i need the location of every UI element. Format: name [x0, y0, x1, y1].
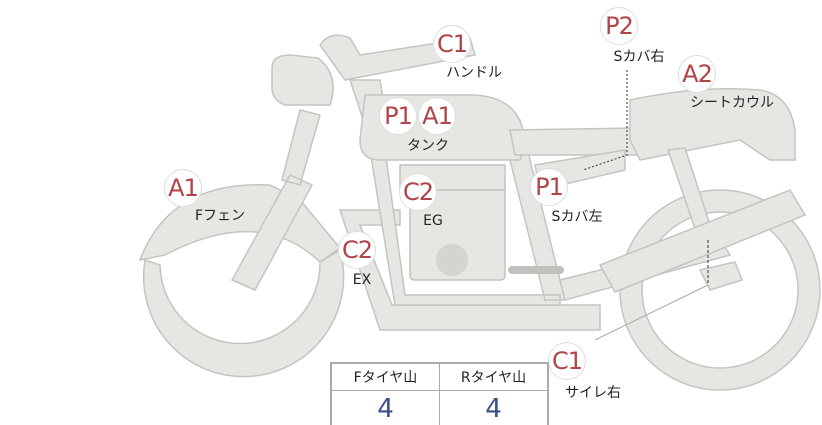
- badge-engine[interactable]: C2: [399, 173, 437, 211]
- leader-lines: [582, 70, 709, 341]
- badge-muffler-right[interactable]: C1: [548, 342, 586, 380]
- label-exhaust: EX: [352, 272, 372, 288]
- badge-handle[interactable]: C1: [433, 25, 471, 63]
- label-muffler-right: サイレ右: [565, 385, 621, 401]
- header-rear-tire: Rタイヤ山: [439, 362, 549, 391]
- label-engine: EG: [423, 213, 443, 229]
- exhaust-pipe: [338, 209, 601, 331]
- label-side-cover-right: Sカバ右: [613, 49, 665, 65]
- label-seat-cowl: シートカウル: [690, 95, 774, 111]
- headlight: [271, 54, 334, 106]
- badge-exhaust[interactable]: C2: [338, 231, 376, 269]
- badge-seat-cowl[interactable]: A2: [678, 55, 716, 93]
- label-front-fender: Fフェン: [194, 208, 246, 224]
- engine: [409, 184, 506, 281]
- badge-tank-a1[interactable]: A1: [418, 97, 456, 135]
- value-front-tire: 4: [330, 390, 440, 425]
- front-wheel: [142, 248, 345, 378]
- seat-cowl: [629, 88, 796, 161]
- engine-cover: [436, 244, 468, 276]
- label-handle: ハンドル: [446, 65, 502, 81]
- muffler-end: [698, 261, 743, 291]
- header-front-tire: Fタイヤ山: [330, 362, 440, 391]
- label-tank: タンク: [407, 138, 449, 154]
- badge-tank-p1[interactable]: P1: [379, 97, 417, 135]
- badge-front-fender[interactable]: A1: [164, 169, 202, 207]
- value-rear-tire: 4: [439, 390, 549, 425]
- badge-side-cover-left[interactable]: P1: [530, 168, 568, 206]
- badge-side-cover-right[interactable]: P2: [600, 7, 638, 45]
- label-side-cover-left: Sカバ左: [551, 209, 603, 225]
- front-fork: [230, 109, 321, 291]
- muffler: [598, 189, 807, 293]
